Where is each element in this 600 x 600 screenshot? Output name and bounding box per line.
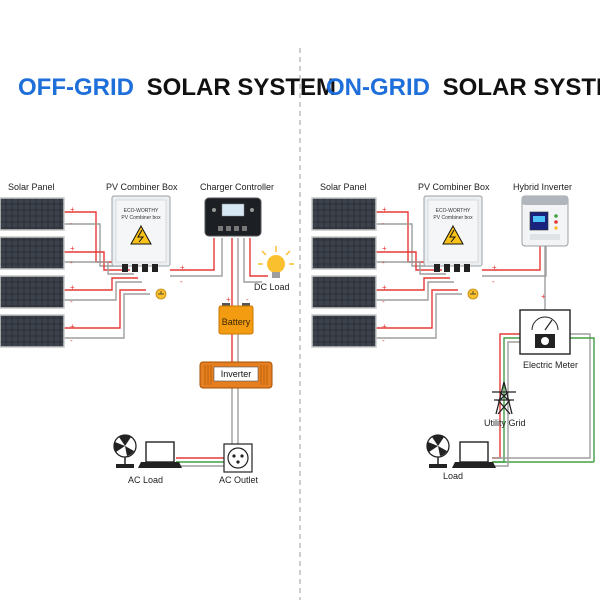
on-panel-polarity: + - + - + - + - — [382, 205, 387, 345]
minus-sign: - — [70, 297, 73, 306]
off-panel-polarity: + - + - + - + - — [70, 205, 75, 345]
on-grid-title-rest: SOLAR SYSTEM — [443, 74, 600, 101]
solar-panel — [0, 197, 65, 231]
solar-panel — [0, 314, 65, 348]
plus-sign: + — [382, 283, 387, 292]
minus-sign: - — [382, 258, 385, 267]
high-voltage-warning-icon — [442, 224, 464, 245]
electric-meter-label: Electric Meter — [523, 360, 578, 370]
solar-panel — [311, 197, 377, 231]
ac-load-label: AC Load — [128, 475, 163, 485]
ground-icon — [467, 288, 479, 300]
ac-outlet — [223, 443, 253, 473]
battery-label: Battery — [222, 317, 251, 327]
solar-panel — [311, 236, 377, 270]
minus-sign: - — [180, 277, 183, 286]
plus-sign: + — [70, 283, 75, 292]
plus-sign: + — [180, 263, 185, 272]
minus-sign: - — [70, 336, 73, 345]
minus-sign: - — [382, 336, 385, 345]
controller-display — [221, 203, 245, 217]
off-combiner-brand: ECO-WORTHY — [124, 208, 159, 214]
inverter: Inverter — [199, 361, 273, 389]
meter-needle — [544, 319, 553, 331]
on-combiner-box: ECO-WORTHY PV Combiner box — [423, 195, 483, 272]
off-combiner-box-label: PV Combiner Box — [106, 182, 178, 192]
hybrid-inverter-label: Hybrid Inverter — [513, 182, 572, 192]
load-label: Load — [443, 471, 463, 481]
off-combiner-subtitle: PV Combiner box — [121, 215, 161, 221]
solar-panel — [311, 275, 377, 309]
ac-outlet-label: AC Outlet — [219, 475, 259, 485]
solar-panel — [0, 236, 65, 270]
plus-sign: + — [226, 295, 231, 304]
plus-sign: + — [382, 322, 387, 331]
minus-sign: - — [492, 277, 495, 286]
hybrid-inverter — [521, 195, 569, 247]
dc-load-bulb-icon — [258, 246, 294, 278]
on-solar-panel-label: Solar Panel — [320, 182, 367, 192]
utility-grid-label: Utility Grid — [484, 418, 526, 428]
minus-sign: - — [382, 219, 385, 228]
minus-sign: - — [70, 219, 73, 228]
inverter-label: Inverter — [221, 369, 252, 379]
charger-controller-label: Charger Controller — [200, 182, 274, 192]
off-grid-title-accent: OFF-GRID — [18, 74, 134, 101]
ground-icon — [155, 288, 167, 300]
plus-sign: + — [382, 244, 387, 253]
solar-panel — [311, 314, 377, 348]
on-combiner-brand: ECO-WORTHY — [436, 208, 471, 214]
charger-controller — [204, 197, 262, 237]
fan-icon — [426, 434, 450, 468]
off-solar-panel-array — [0, 197, 65, 348]
off-grid-title: OFF-GRID SOLAR SYSTEM — [18, 74, 336, 101]
off-grid-section: Solar Panel + - + - + - + - PV Combiner … — [0, 182, 294, 485]
electric-meter — [519, 309, 571, 355]
dc-load-label: DC Load — [254, 282, 290, 292]
off-combiner-box: ECO-WORTHY PV Combiner box — [111, 195, 171, 272]
laptop-icon — [138, 441, 182, 468]
high-voltage-warning-icon — [130, 224, 152, 245]
on-solar-panel-array — [311, 197, 377, 348]
plus-sign: + — [382, 205, 387, 214]
on-combiner-box-label: PV Combiner Box — [418, 182, 490, 192]
minus-sign: - — [70, 258, 73, 267]
minus-sign: - — [246, 295, 249, 304]
on-grid-title-accent: ON-GRID — [326, 74, 430, 101]
off-grid-wiring — [64, 211, 268, 467]
laptop-icon — [452, 441, 496, 468]
plus-sign: + — [70, 205, 75, 214]
utility-grid-tower-icon — [492, 381, 516, 415]
on-grid-wiring — [376, 211, 595, 467]
battery: + - Battery — [218, 295, 254, 335]
plus-sign: + — [541, 292, 546, 301]
on-combiner-subtitle: PV Combiner box — [433, 215, 473, 221]
solar-panel — [0, 275, 65, 309]
on-grid-section: Solar Panel + - + - + - + - PV Combiner … — [311, 182, 595, 481]
off-solar-panel-label: Solar Panel — [8, 182, 55, 192]
plus-sign: + — [70, 322, 75, 331]
off-grid-title-rest: SOLAR SYSTEM — [147, 74, 336, 101]
minus-sign: - — [382, 297, 385, 306]
plus-sign: + — [492, 263, 497, 272]
fan-icon — [113, 434, 137, 468]
on-grid-title: ON-GRID SOLAR SYSTEM — [326, 74, 600, 101]
plus-sign: + — [70, 244, 75, 253]
